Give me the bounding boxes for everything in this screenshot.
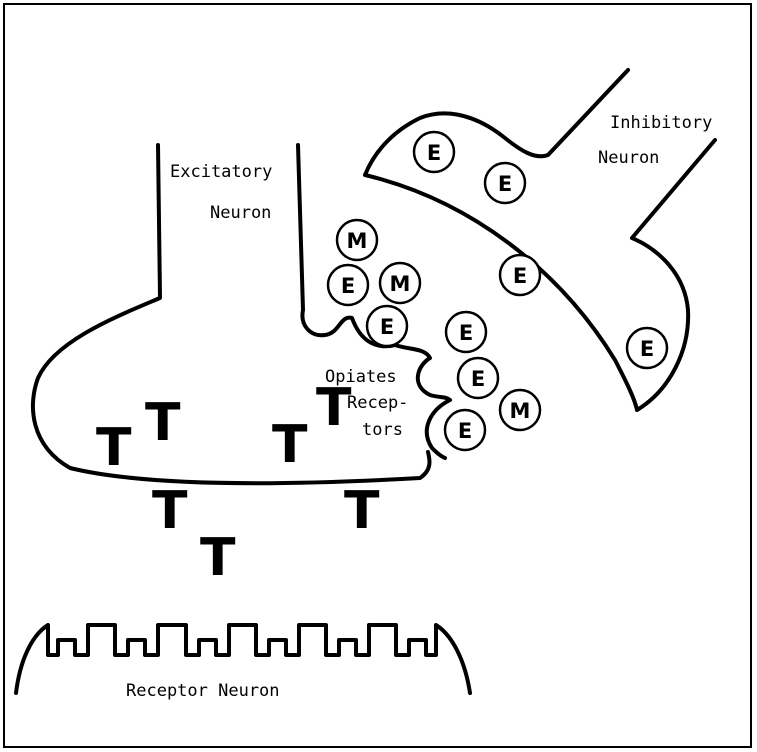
enkephalin-molecule: E (500, 255, 540, 295)
svg-text:E: E (380, 315, 394, 339)
enkephalin-molecule: E (328, 265, 368, 305)
svg-text:E: E (459, 321, 473, 345)
enkephalin-molecule: E (445, 410, 485, 450)
svg-text:E: E (640, 337, 654, 361)
svg-text:M: M (510, 399, 531, 423)
enkephalin-molecule: E (367, 306, 407, 346)
morphine-molecule: M (337, 220, 377, 260)
enkephalin-molecule: E (485, 163, 525, 203)
svg-text:E: E (427, 141, 441, 165)
enkephalin-molecule: E (458, 358, 498, 398)
inhibitory-label-line1: Inhibitory (610, 113, 712, 133)
svg-text:E: E (471, 367, 485, 391)
svg-text:E: E (341, 274, 355, 298)
transmitter-t: T (316, 378, 352, 438)
opiates-label-line2: Recep- (347, 393, 408, 413)
morphine-molecule: M (380, 263, 420, 303)
transmitter-t: T (145, 393, 181, 453)
svg-text:E: E (458, 419, 472, 443)
svg-text:E: E (513, 264, 527, 288)
enkephalin-molecule: E (627, 328, 667, 368)
morphine-molecule: M (500, 390, 540, 430)
enkephalin-molecule: E (446, 312, 486, 352)
inhibitory-label-line2: Neuron (598, 148, 659, 168)
excitatory-label-line1: Excitatory (170, 162, 272, 182)
transmitter-t: T (96, 418, 132, 478)
transmitter-t: T (344, 481, 380, 541)
svg-text:E: E (498, 172, 512, 196)
svg-text:M: M (347, 229, 368, 253)
transmitter-t: T (152, 481, 188, 541)
enkephalin-molecule: E (414, 132, 454, 172)
transmitter-t: T (200, 528, 236, 588)
receptor-neuron-label: Receptor Neuron (126, 681, 280, 701)
excitatory-label-line2: Neuron (210, 203, 271, 223)
transmitter-t: T (272, 415, 308, 475)
svg-text:M: M (390, 272, 411, 296)
opiates-label-line3: tors (362, 420, 403, 440)
